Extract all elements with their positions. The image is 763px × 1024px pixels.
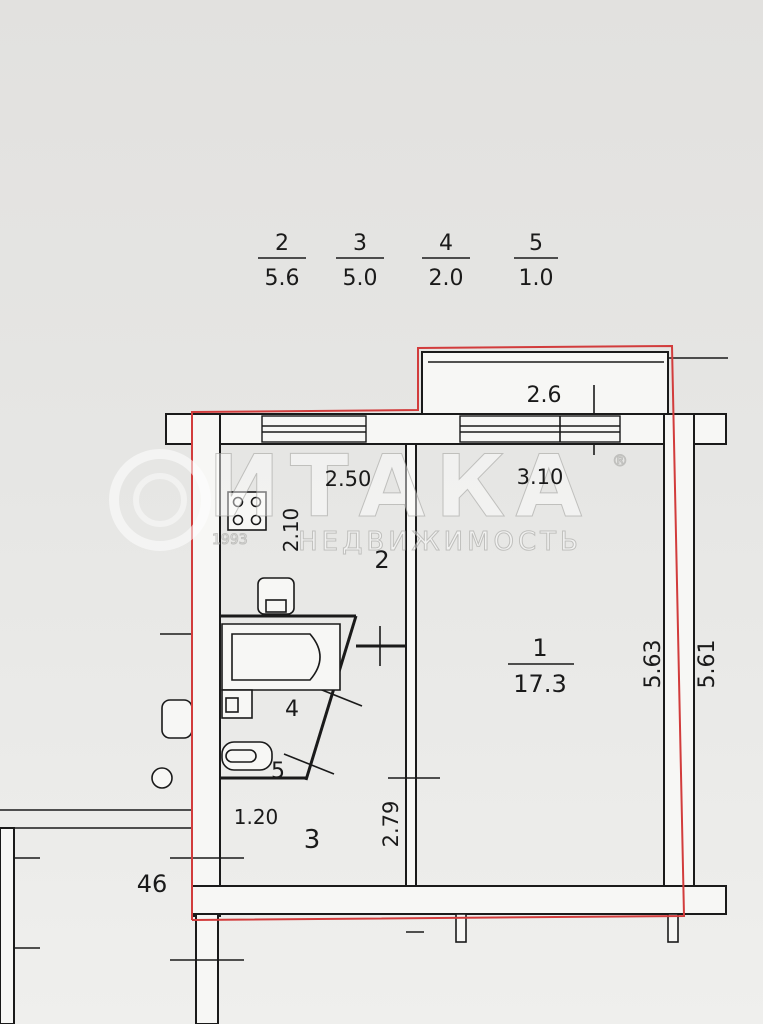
room-width-label: 3.10 <box>517 465 564 489</box>
sink-icon <box>257 577 295 615</box>
legend-area-3: 5.0 <box>343 266 378 291</box>
legend-area-4: 2.0 <box>429 266 464 291</box>
exterior-walls <box>165 413 727 1024</box>
room-labels: 1 17.3 2 3 4 5 <box>271 546 574 855</box>
bathtub-icon <box>221 623 341 691</box>
kitchen-width-label: 2.50 <box>325 467 372 491</box>
toilet-number: 5 <box>271 759 285 784</box>
hall-width-label: 1.20 <box>234 805 279 829</box>
legend-area-2: 5.6 <box>265 266 300 291</box>
washbasin-icon <box>221 689 253 719</box>
apartment-outline <box>191 344 686 921</box>
dimension-labels: 2.6 2.50 2.10 3.10 5.63 5.61 1.20 2.79 4… <box>137 383 720 898</box>
brand-registered-mark: ® <box>612 451 628 470</box>
hall-length-label: 2.79 <box>379 801 403 848</box>
legend-room-5: 5 <box>529 231 543 256</box>
balcony <box>421 351 728 455</box>
brand-logo-icon <box>109 449 211 551</box>
windows <box>261 415 621 443</box>
brand-name: ИТАКА <box>208 437 592 537</box>
room-depth-inner-label: 5.63 <box>641 640 666 689</box>
fixtures <box>221 491 341 771</box>
legend-area-5: 1.0 <box>519 266 554 291</box>
brand-year: 1993 <box>212 532 248 548</box>
legend-room-4: 4 <box>439 231 453 256</box>
kitchen-depth-label: 2.10 <box>279 508 303 553</box>
brand-watermark: ИТАКА ® 1993 НЕДВИЖИМОСТЬ <box>109 437 629 558</box>
toilet-icon <box>221 741 273 771</box>
legend-room-2: 2 <box>275 231 289 256</box>
hall-number: 3 <box>304 825 321 855</box>
neighbor-walls <box>0 633 679 1024</box>
kitchen-number: 2 <box>374 546 389 574</box>
balcony-width-label: 2.6 <box>527 383 562 408</box>
neighbor-label: 46 <box>137 870 168 898</box>
area-legend: 2 5.6 3 5.0 4 2.0 5 1.0 <box>258 231 558 291</box>
room-1-area: 17.3 <box>513 670 566 698</box>
brand-tagline: НЕДВИЖИМОСТЬ <box>298 527 582 557</box>
stove-icon <box>227 491 267 531</box>
legend-room-3: 3 <box>353 231 367 256</box>
room-depth-outer-label: 5.61 <box>695 640 720 689</box>
room-1-number: 1 <box>532 634 547 662</box>
bath-number: 4 <box>285 697 299 722</box>
